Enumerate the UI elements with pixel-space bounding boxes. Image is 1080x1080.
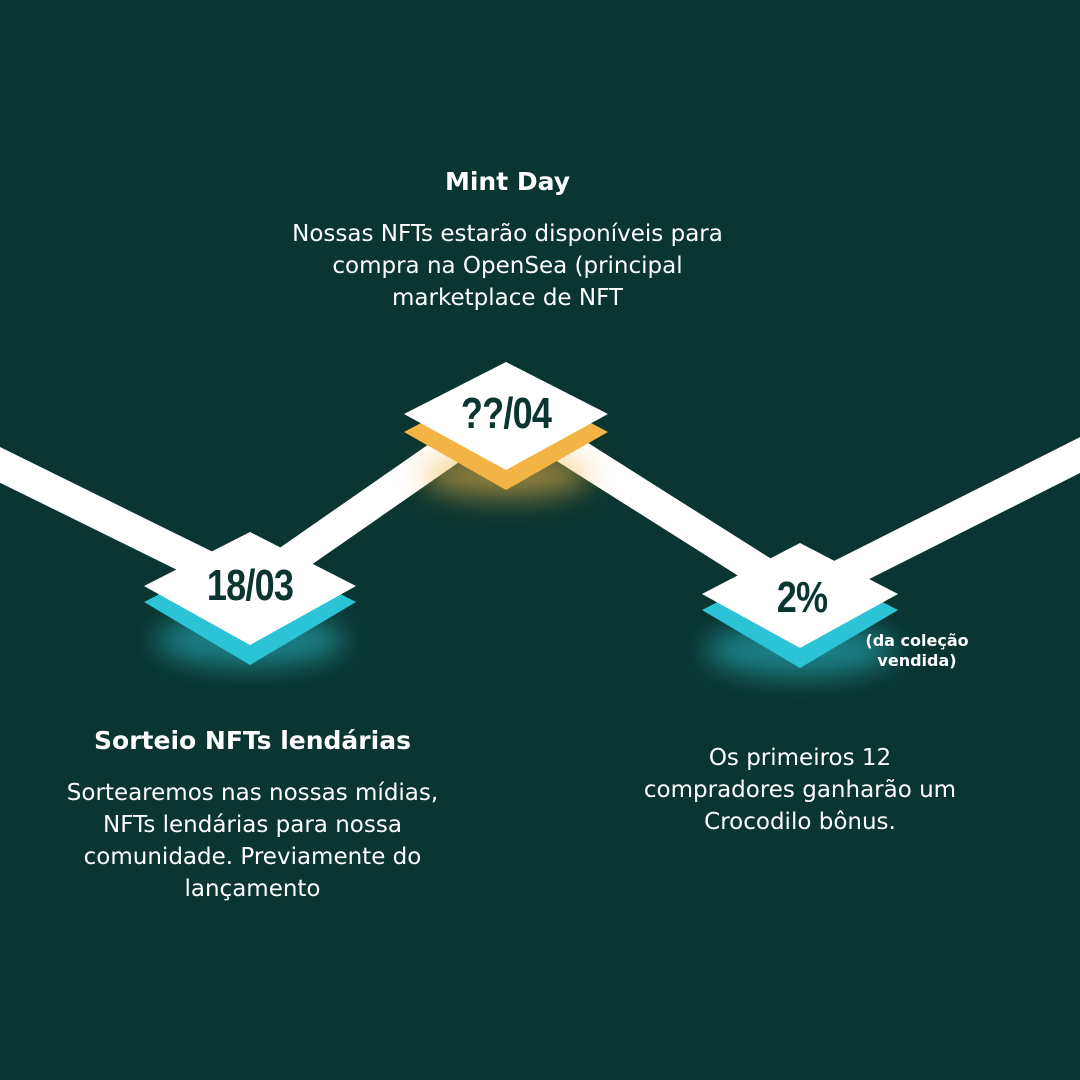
milestone-1-heading: Sorteio NFTs lendárias [94,726,411,755]
milestone-2-description: Nossas NFTs estarão disponíveis para com… [292,221,723,311]
milestone-node-2 [404,362,608,490]
node-3-note: (da coleção vendida) [865,631,969,670]
milestone-3-description: Os primeiros 12 compradores ganharão um … [643,745,957,835]
milestone-3-text: Os primeiros 12 compradores ganharão um … [640,742,960,838]
node-1-date: 18/03 [206,561,294,610]
node-1-top [144,532,356,645]
node-2-top [404,362,608,470]
node-3-value: 2% [776,573,828,622]
node-2-date: ??/04 [460,389,552,438]
milestone-1-description: Sortearemos nas nossas mídias, NFTs lend… [66,780,439,902]
milestone-2-text: Mint Day Nossas NFTs estarão disponíveis… [280,166,735,314]
milestone-node-3 [702,543,898,668]
milestone-node-1 [144,532,356,665]
milestone-2-heading: Mint Day [444,167,571,196]
node-3-top [702,543,898,648]
milestone-1-text: Sorteio NFTs lendárias Sortearemos nas n… [55,725,450,905]
